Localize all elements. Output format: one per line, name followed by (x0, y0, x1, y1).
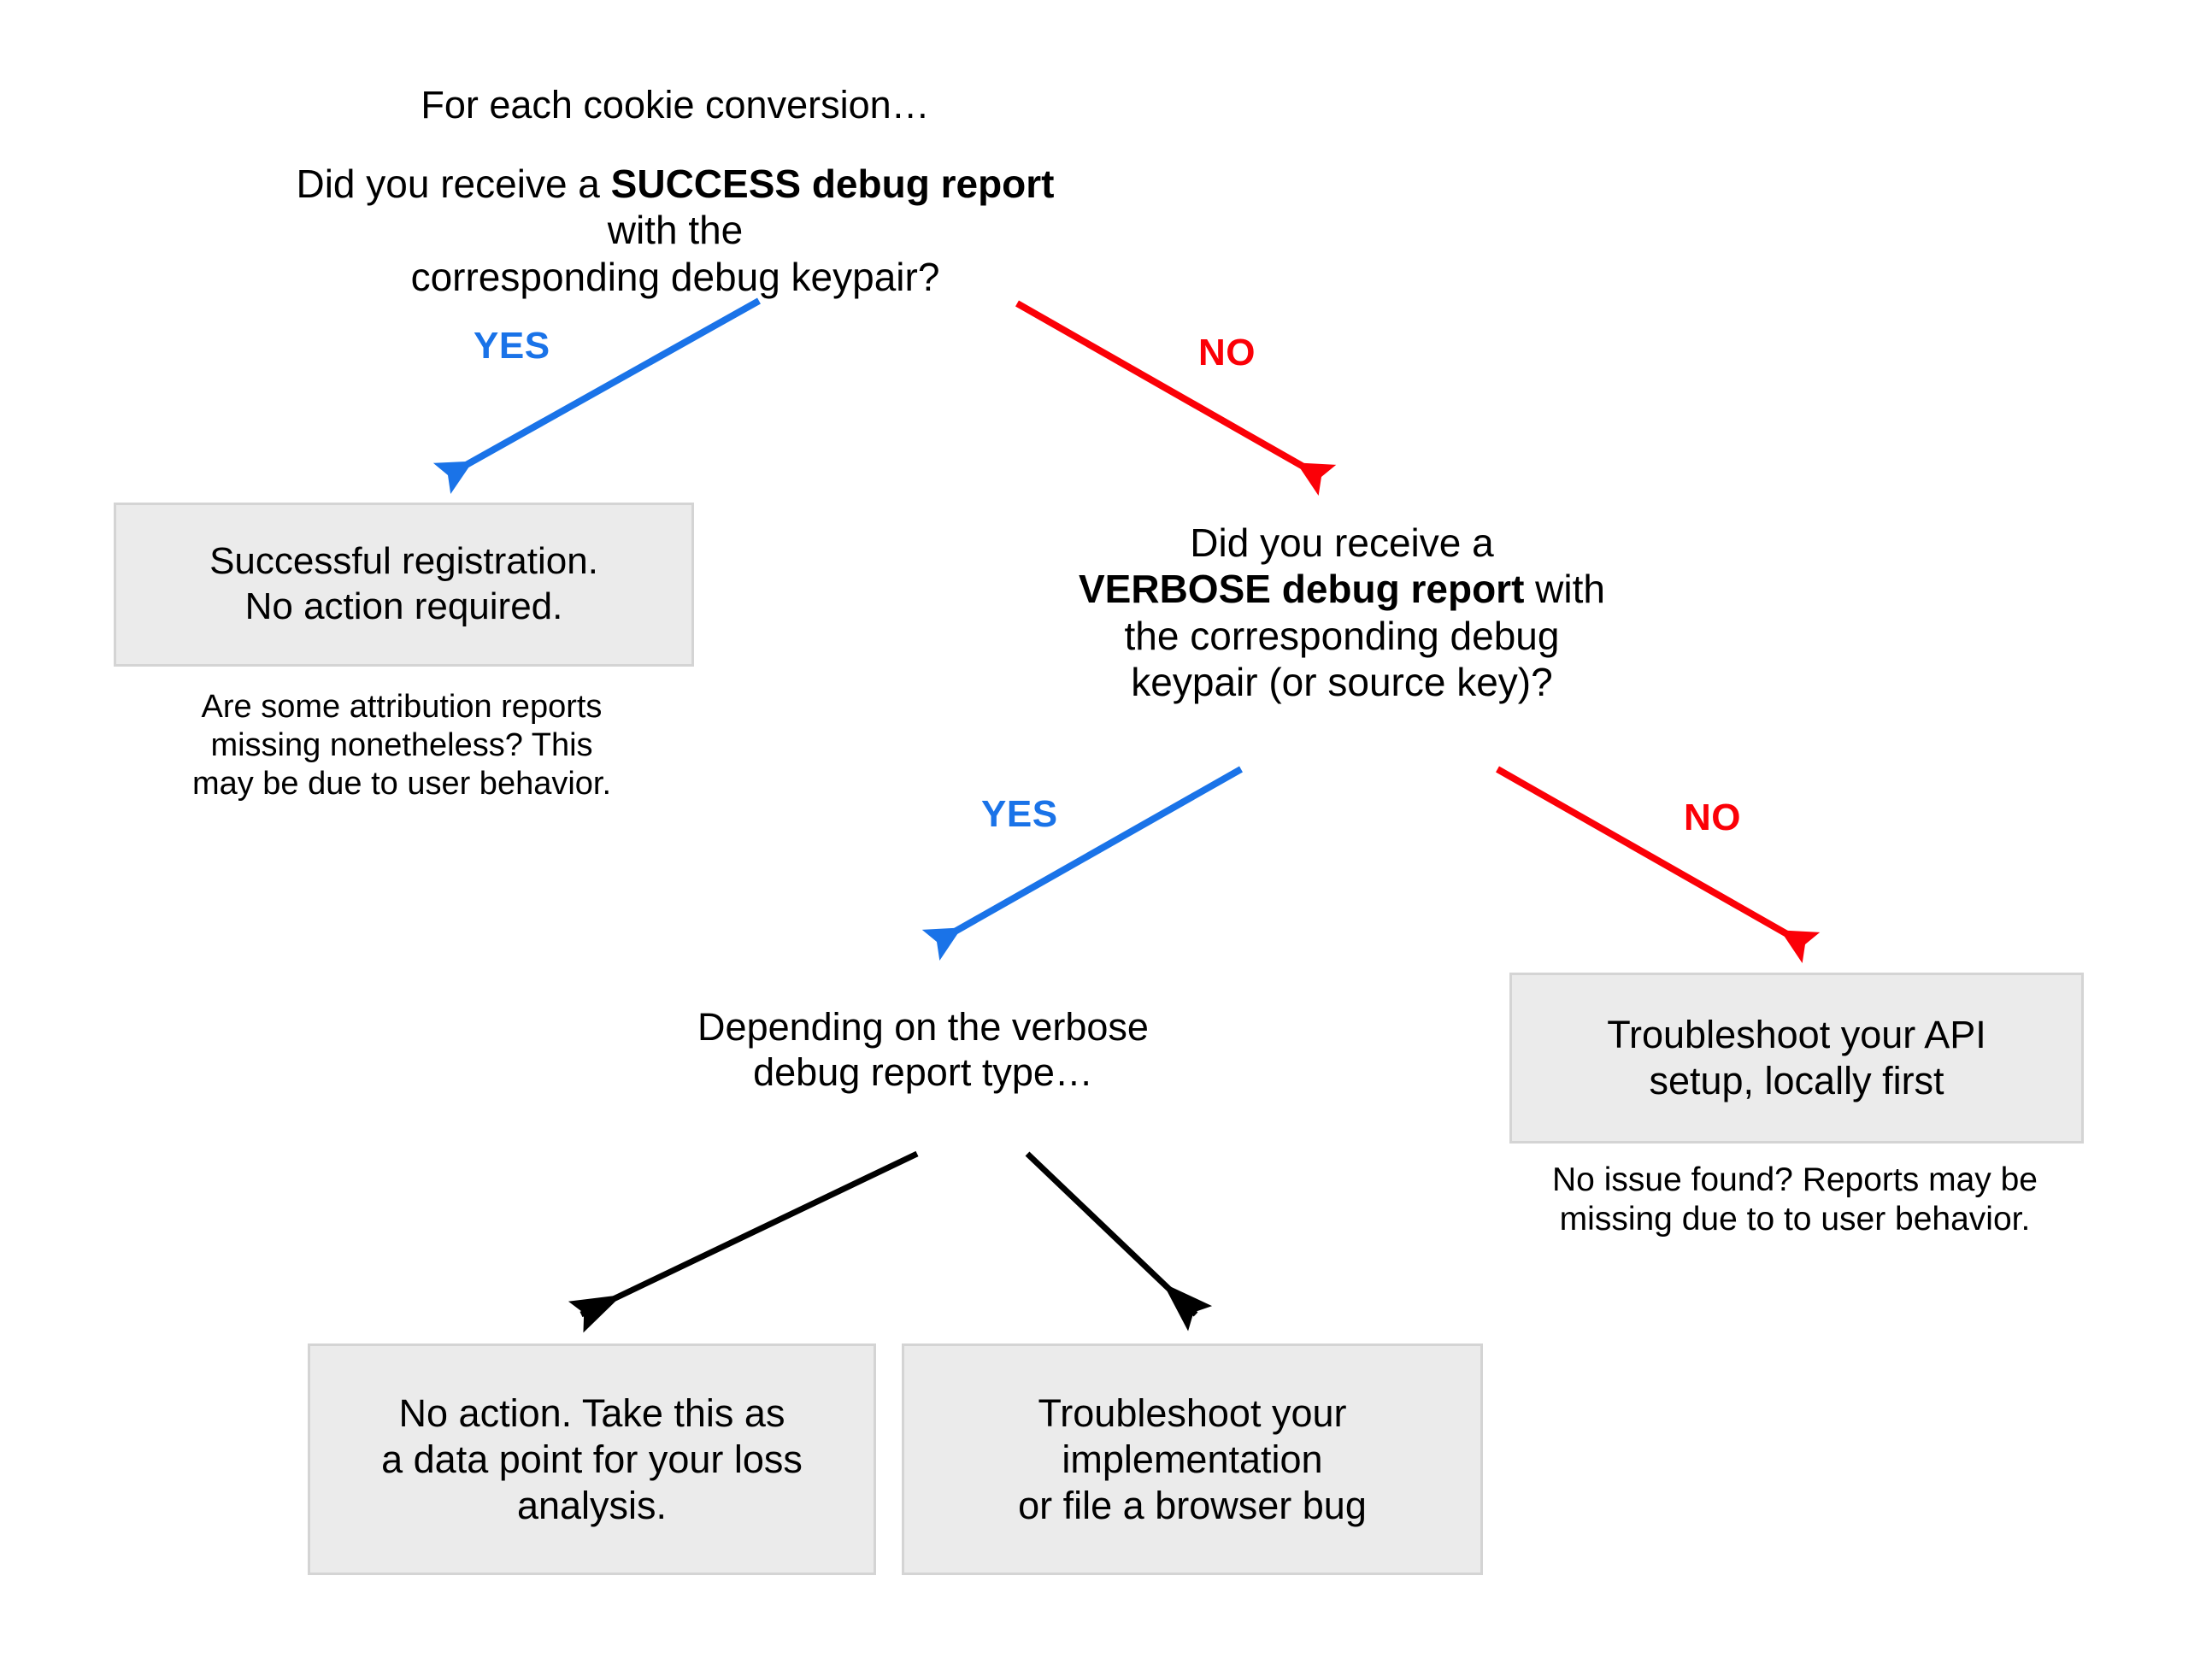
depending-on-verbose-text: Depending on the verbose debug report ty… (697, 1005, 1149, 1095)
root-question: Did you receive a SUCCESS debug report w… (282, 161, 1068, 300)
arrow-no-2 (1496, 766, 1821, 964)
note-no-issue-found: No issue found? Reports may be missing d… (1552, 1161, 2038, 1238)
root-question-emphasis: SUCCESS debug report (610, 162, 1055, 206)
edge-label-yes-2: YES (981, 793, 1058, 835)
arrow-verbose-left (568, 1150, 919, 1333)
edge-label-yes-1: YES (474, 325, 550, 367)
edge-label-no-2: NO (1684, 797, 1741, 838)
node-troubleshoot-implementation[interactable]: Troubleshoot your implementation or file… (902, 1343, 1483, 1575)
root-question-suffix: with the corresponding debug keypair? (410, 208, 940, 299)
page-title: For each cookie conversion… (421, 83, 930, 126)
note-missing-attribution: Are some attribution reports missing non… (191, 689, 612, 802)
second-question-line4: keypair (or source key)? (1131, 659, 1553, 704)
second-question-emphasis: VERBOSE debug report (1079, 567, 1525, 612)
second-question: Did you receive a VERBOSE debug report w… (1009, 520, 1675, 705)
node-no-action-loss-analysis[interactable]: No action. Take this as a data point for… (308, 1343, 876, 1575)
second-question-suffix: with (1524, 567, 1605, 612)
edge-label-no-1: NO (1198, 332, 1256, 373)
root-question-prefix: Did you receive a (296, 162, 611, 206)
second-question-line3: the corresponding debug (1124, 613, 1560, 658)
second-question-line1: Did you receive a (1190, 520, 1494, 565)
node-troubleshoot-api[interactable]: Troubleshoot your API setup, locally fir… (1509, 973, 2084, 1144)
node-successful-registration[interactable]: Successful registration. No action requi… (114, 503, 694, 667)
arrow-no-1 (1015, 300, 1337, 497)
arrow-verbose-right (1025, 1151, 1213, 1332)
